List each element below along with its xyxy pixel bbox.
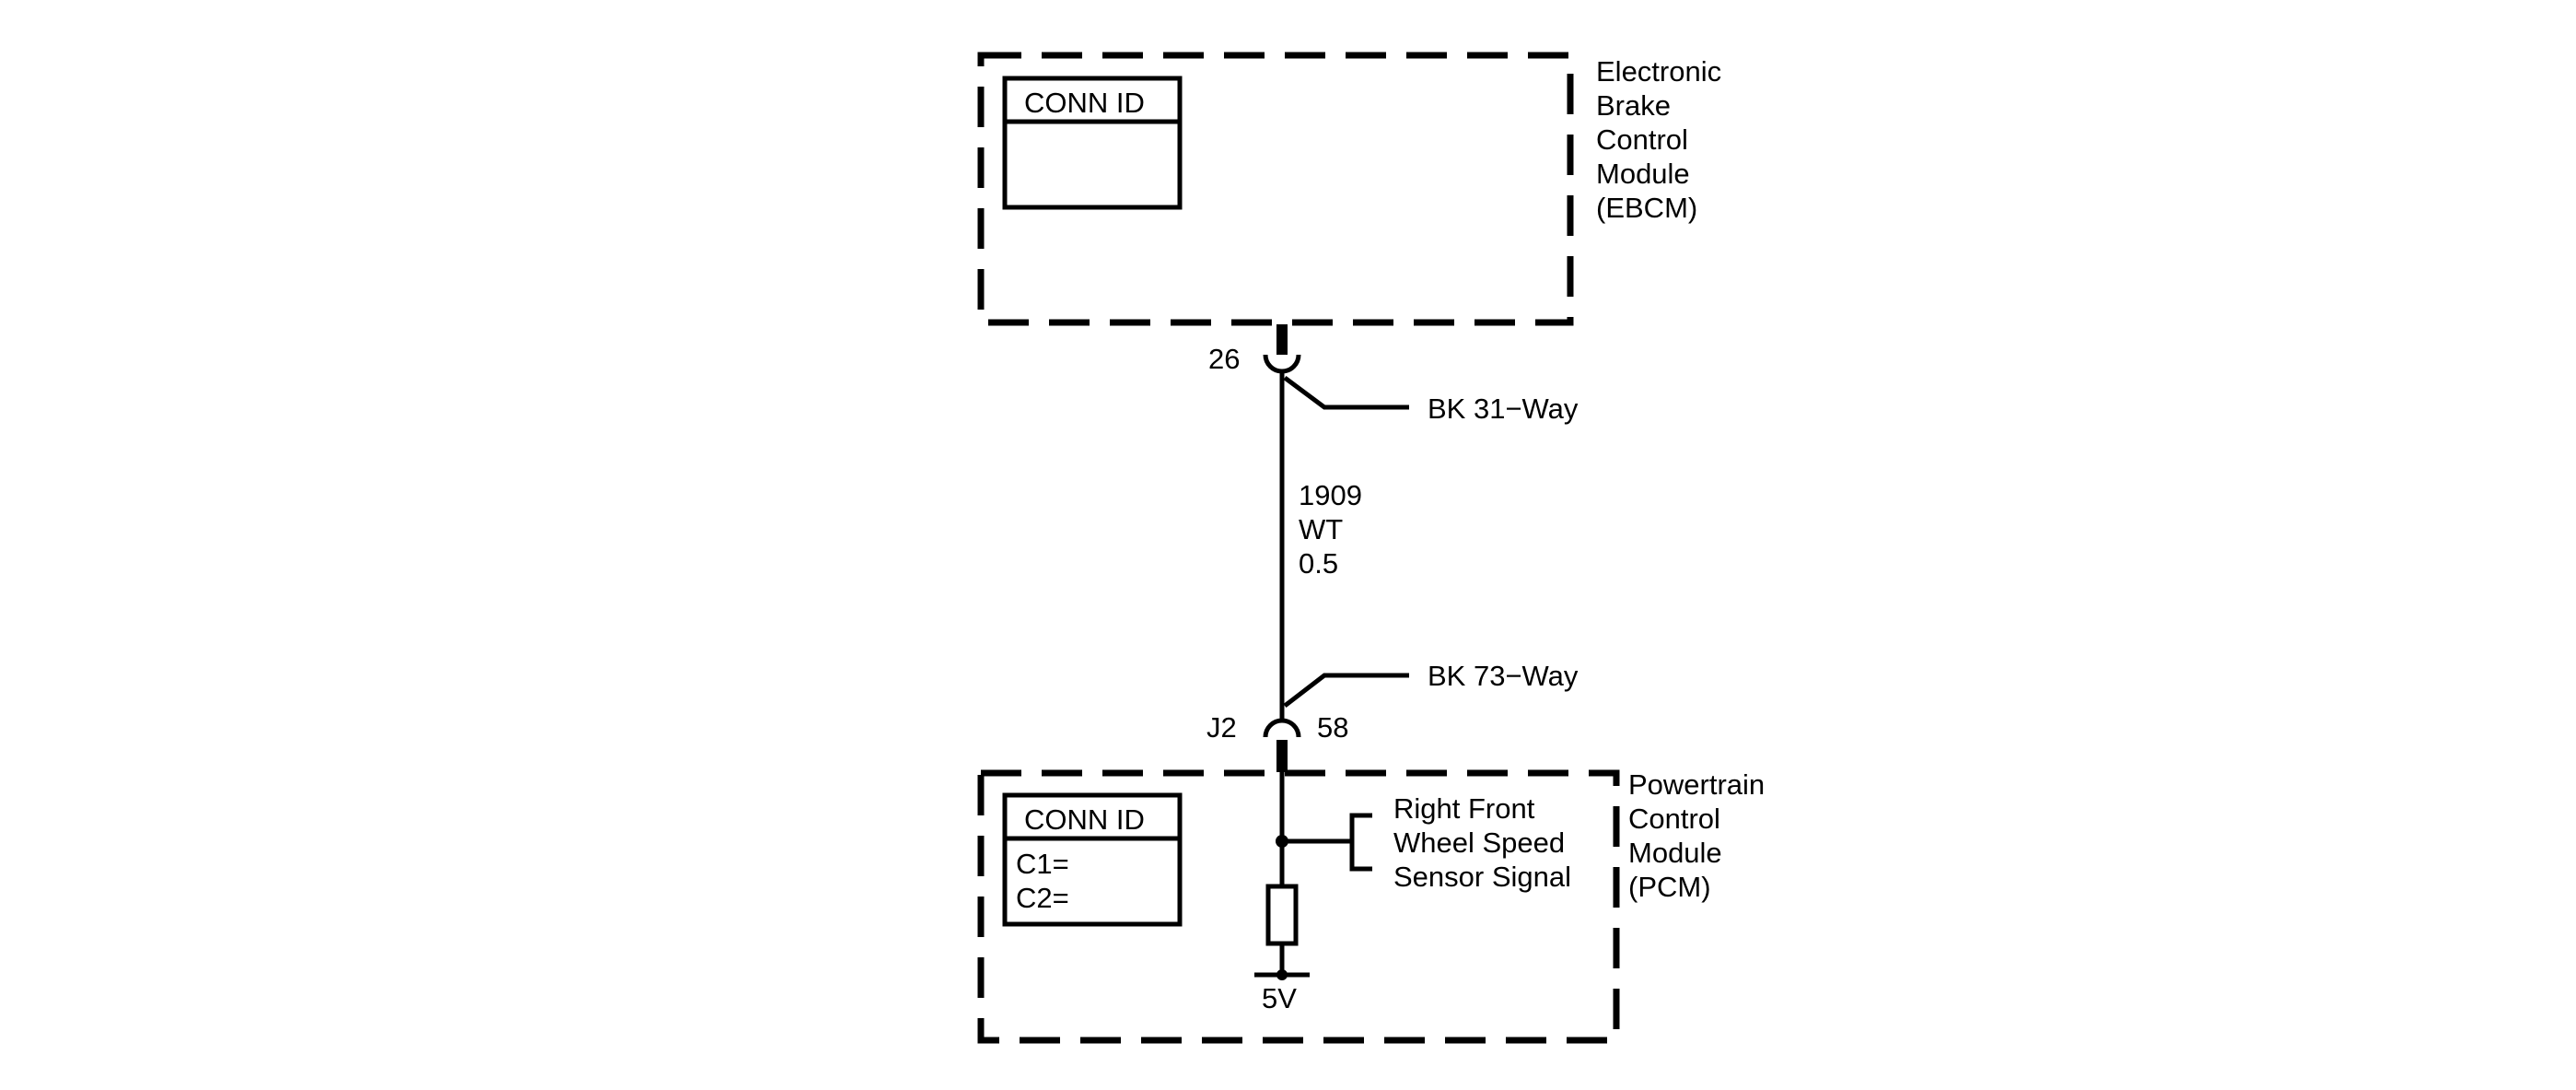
top-connector-leader: [1283, 375, 1409, 410]
pcm-name-line-3: Module: [1628, 837, 1722, 869]
bottom-connector-id: J2: [1206, 711, 1237, 744]
bottom-connector-pin: 58: [1317, 711, 1348, 744]
bottom-connector-label: BK 73−Way: [1428, 660, 1579, 692]
supply-voltage-label: 5V: [1262, 982, 1297, 1014]
pcm-name-line-1: Powertrain: [1628, 768, 1765, 801]
top-connector-female-symbol: [1263, 354, 1301, 374]
ebcm-name-line-2: Brake: [1596, 89, 1671, 122]
pcm-conn-id-box: [1002, 792, 1183, 927]
signal-label-line-1: Right Front: [1393, 792, 1535, 825]
signal-label-line-3: Sensor Signal: [1393, 861, 1571, 893]
bottom-connector-leader: [1283, 673, 1409, 708]
ebcm-conn-id-header: CONN ID: [1024, 87, 1145, 119]
pcm-name-line-4: (PCM): [1628, 871, 1711, 903]
supply-node-dot: [1276, 969, 1288, 980]
top-connector-pin: 26: [1208, 343, 1240, 375]
ebcm-name-line-3: Control: [1596, 123, 1688, 156]
ebcm-conn-id-box: [1002, 76, 1183, 210]
ebcm-name-line-5: (EBCM): [1596, 192, 1697, 224]
pcm-conn-id-row-1: C1=: [1016, 848, 1069, 880]
pull-up-resistor: [1265, 884, 1299, 946]
signal-label-line-2: Wheel Speed: [1393, 826, 1565, 859]
pcm-name-line-2: Control: [1628, 803, 1720, 835]
ebcm-name-line-1: Electronic: [1596, 55, 1721, 88]
wire-gauge: 0.5: [1299, 547, 1338, 580]
wire-circuit-number: 1909: [1299, 479, 1362, 511]
wire-color: WT: [1299, 513, 1343, 545]
pcm-conn-id-header: CONN ID: [1024, 803, 1145, 836]
pcm-conn-id-row-2: C2=: [1016, 882, 1069, 914]
signal-bracket: [1349, 813, 1372, 872]
pcm-module-outline: [977, 769, 1620, 1044]
top-connector-label: BK 31−Way: [1428, 393, 1579, 425]
ebcm-name-line-4: Module: [1596, 158, 1690, 190]
bottom-connector-female-symbol: [1263, 718, 1301, 738]
